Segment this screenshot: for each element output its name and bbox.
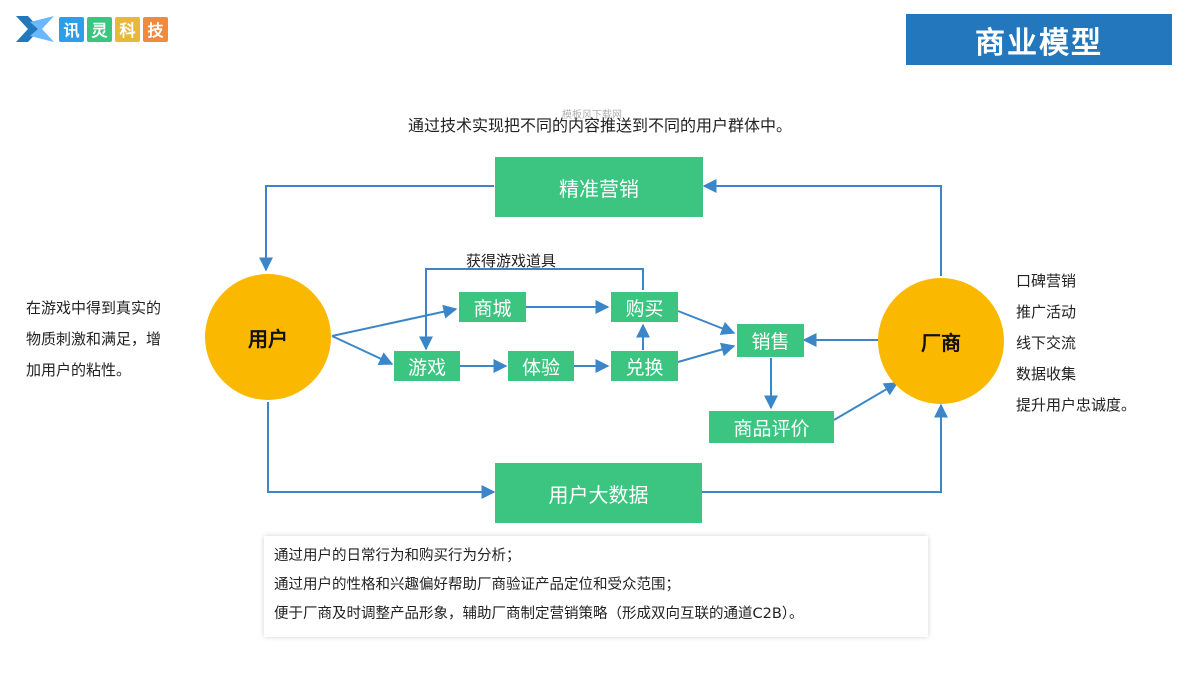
precision-marketing-box: 精准营销 [495,157,703,217]
right-note-line: 推广活动 [1016,303,1077,321]
logo-x-icon [16,16,54,42]
arrow-bigdata-to-vendor [702,403,948,493]
game-props-label: 获得游戏道具 [466,252,557,270]
big-data-box: 用户大数据 [495,463,702,523]
arrow-buy-to-sales [677,310,736,335]
left-note-line: 在游戏中得到真实的 [26,299,162,317]
right-note: 口碑营销 推广活动 线下交流 数据收集 提升用户忠诚度。 [1016,266,1136,421]
left-note-line: 物质刺激和满足，增 [26,330,162,348]
logo-char-4: 技 [143,16,168,42]
review-box: 商品评价 [709,411,834,443]
arrow-buy-to-game [419,268,644,351]
buy-box: 购买 [611,292,678,322]
game-box: 游戏 [394,351,460,381]
right-note-line: 口碑营销 [1016,272,1077,290]
arrow-vendor-to-marketing [702,179,942,276]
arrow-user-to-bigdata [267,402,496,499]
right-note-line: 数据收集 [1016,365,1077,383]
logo-char-3: 科 [115,16,140,42]
summary-line: 通过用户的日常行为和购买行为分析； [274,548,521,564]
logo: 讯 灵 科 技 [14,14,168,44]
logo-char-2: 灵 [87,16,112,42]
summary-box: 通过用户的日常行为和购买行为分析； 通过用户的性格和兴趣偏好帮助厂商验证产品定位… [264,536,928,637]
sales-box: 销售 [737,324,804,357]
summary-line: 便于厂商及时调整产品形象，辅助厂商制定营销策略（形成双向互联的通道C2B）。 [274,606,804,622]
page-title: 商业模型 [906,14,1172,65]
arrow-user-to-mall [331,304,458,337]
experience-box: 体验 [508,351,574,381]
watermark: 模板风下载网 [562,110,622,121]
arrow-user-to-game [331,335,394,366]
right-note-line: 提升用户忠诚度。 [1016,396,1137,414]
vendor-circle: 厂商 [878,278,1004,404]
summary-line: 通过用户的性格和兴趣偏好帮助厂商验证产品定位和受众范围； [274,577,680,593]
left-note-line: 加用户的粘性。 [26,361,132,379]
user-circle: 用户 [205,274,331,400]
logo-char-1: 讯 [59,16,84,42]
right-note-line: 线下交流 [1016,334,1077,352]
exchange-box: 兑换 [611,351,678,381]
intro-text: 通过技术实现把不同的内容推送到不同的用户群体中。 [407,116,792,135]
arrow-exchange-to-sales [677,342,736,363]
arrow-marketing-to-user [259,185,494,272]
mall-box: 商城 [459,292,526,322]
left-note: 在游戏中得到真实的 物质刺激和满足，增 加用户的粘性。 [26,293,161,386]
arrow-review-to-vendor [833,382,899,421]
